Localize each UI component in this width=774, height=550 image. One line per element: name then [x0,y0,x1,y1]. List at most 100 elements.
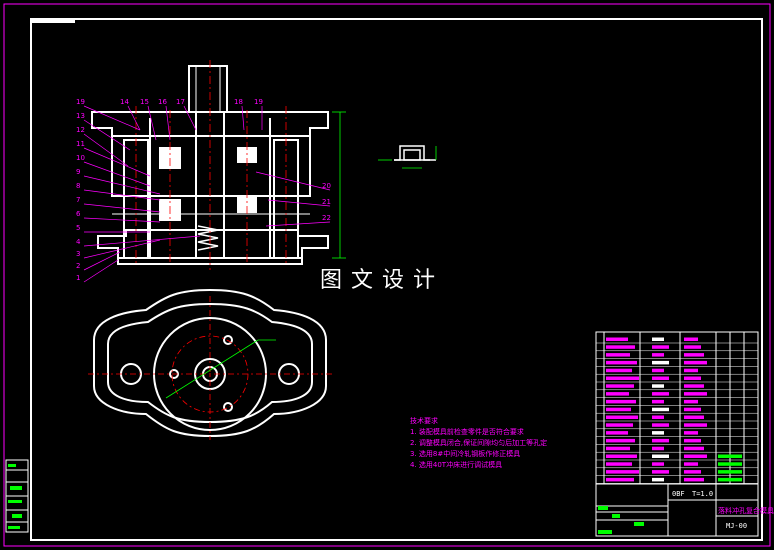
table-cell-name [606,368,632,373]
part-number: 21 [322,198,331,206]
revision-block-fills [8,464,22,529]
table-cell-material [684,345,701,349]
table-cell-name [606,454,637,458]
table-cell-qty [652,337,664,341]
table-cell-qty [652,438,669,443]
leader-line [83,161,151,187]
table-cell-material [684,353,704,357]
notes-title: 技术要求 [410,417,438,425]
table-cell-material [684,423,707,427]
table-cell-qty [652,423,669,427]
part-number: 3 [76,250,80,258]
table-cell-qty [652,360,669,365]
leader-line [83,147,151,177]
section-dimensions [332,111,346,259]
leader-line [83,105,141,131]
corner-tag [31,19,75,23]
table-cell-name [606,399,636,404]
table-cell-note [718,462,742,466]
table-cell-name [606,446,630,451]
technical-requirements: 技术要求 1. 装配模具前检查零件是否符合要求 2. 调整模具闭合,保证间隙均匀… [410,416,547,471]
leader-line [241,105,245,131]
table-cell-note [718,477,742,482]
part-number: 14 [120,98,129,106]
part-number: 13 [76,112,85,120]
part-number: 17 [176,98,185,106]
part-number: 11 [76,140,85,148]
part-number: 10 [76,154,85,162]
part-number: 6 [76,210,81,218]
leader-line [147,105,157,141]
table-cell-material [684,399,698,404]
leader-line [267,199,331,207]
table-cell-qty [652,431,664,435]
table-cell-material [684,477,704,482]
table-cell-qty [652,470,669,474]
part-number: 20 [322,182,331,190]
table-cell-name [606,376,639,380]
leader-line [255,171,331,191]
table-cell-name [606,407,631,412]
table-cell-qty [652,477,664,482]
notes-line-4: 4. 选用40T冲床进行调试模具 [410,461,503,469]
table-cell-material [684,337,698,341]
table-cell-name [606,345,635,349]
title-block-fills [598,506,644,534]
notes-line-3: 3. 选用8#中间冷轧钢板作修正模具 [410,450,521,458]
part-number: 1 [76,274,80,282]
table-cell-name [606,423,633,427]
part-number: 8 [76,182,80,190]
table-cell-qty [652,368,664,373]
part-number: 19 [254,98,263,106]
leader-line [83,203,161,213]
leader-line [183,105,197,131]
leader-line [83,259,119,283]
parts-list-rows [596,337,758,484]
table-cell-material [684,446,704,451]
table-cell-qty [652,454,669,458]
table-cell-name [606,477,634,482]
part-number: 12 [76,126,85,134]
part-number: 7 [76,196,80,204]
table-cell-name [606,337,628,341]
drawing-title: 落料冲孔复合模具 [718,507,774,515]
title-block-label-b: T=1.0 [692,490,714,498]
leader-line [83,189,161,201]
part-number: 22 [322,214,331,222]
part-number: 16 [158,98,167,106]
part-number: 5 [76,224,80,232]
table-cell-qty [652,345,669,349]
table-cell-qty [652,399,664,404]
leader-line [83,133,129,167]
table-cell-qty [652,407,669,412]
table-cell-material [684,415,704,419]
blank-part-dims [378,146,437,169]
revision-block [5,459,29,533]
leader-line [83,175,161,195]
table-cell-name [606,384,634,388]
title-block-label-a: 0BF [672,490,685,498]
table-cell-material [684,438,701,443]
table-cell-name [606,415,638,419]
blank-part-sketch [394,145,436,161]
drawing-number: MJ-00 [726,522,748,530]
table-cell-material [684,407,701,412]
part-number: 18 [234,98,243,106]
table-cell-material [684,431,698,435]
watermark-text: 图文设计 [320,268,445,293]
table-cell-name [606,462,632,466]
leader-line [83,217,161,223]
table-cell-qty [652,384,664,388]
table-cell-qty [652,376,669,380]
part-number: 2 [76,262,80,270]
table-cell-name [606,431,628,435]
table-cell-qty [652,392,669,396]
leader-line [165,105,171,141]
table-cell-material [684,376,701,380]
leader-line [83,235,201,247]
table-cell-qty [652,415,664,419]
part-number: 19 [76,98,85,106]
table-cell-note [718,454,742,458]
part-number: 4 [76,238,81,246]
